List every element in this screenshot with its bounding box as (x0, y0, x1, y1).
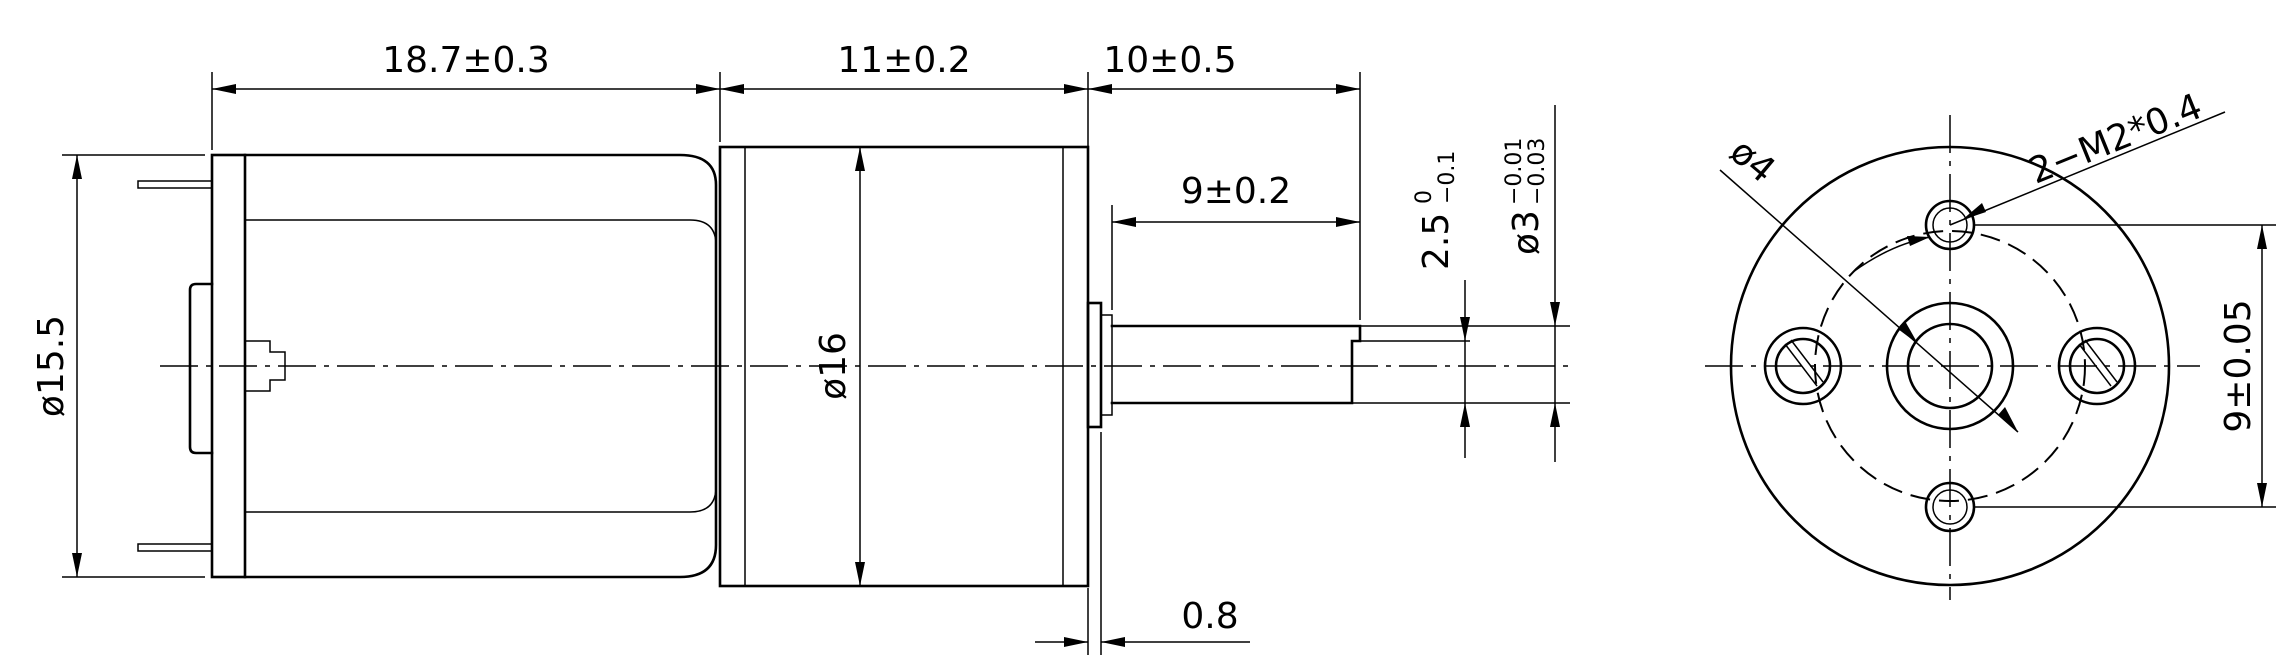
motor-diameter-label: ø15.5 (31, 315, 72, 417)
flat-depth-base: 2.5 (1416, 213, 1457, 270)
rivet-right (2057, 326, 2137, 406)
side-dimension-texts: 18.7±0.3 11±0.2 10±0.5 9±0.2 0.8 ø15.5 ø… (31, 40, 1550, 637)
front-boss (1885, 301, 2015, 431)
shaft-diameter-lower: −0.03 (1525, 138, 1550, 205)
shaft-length-label: 10±0.5 (1103, 40, 1236, 81)
flat-depth-upper: 0 (1412, 190, 1437, 204)
flange-thickness-label: 0.8 (1181, 596, 1238, 637)
side-view: 18.7±0.3 11±0.2 10±0.5 9±0.2 0.8 ø15.5 ø… (31, 40, 1570, 655)
motor-length-label: 18.7±0.3 (382, 40, 550, 81)
front-outer-circle (1729, 145, 2171, 587)
shaft-diameter-base: ø3 (1506, 210, 1547, 255)
front-pitch-circle (1814, 230, 2086, 502)
mount-holes-label: 2−M2*0.4 (2024, 86, 2208, 192)
front-shaft (1906, 322, 1994, 410)
boss-diameter-label: ø4 (1722, 131, 1783, 191)
flat-depth-lower: −0.1 (1435, 151, 1460, 204)
side-dimension-lines (72, 84, 1560, 647)
front-view: ø4 2−M2*0.4 9±0.05 (1705, 86, 2276, 600)
gearbox-length-label: 11±0.2 (837, 40, 970, 81)
shaft-diameter-upper: −0.01 (1502, 138, 1527, 205)
side-extension-lines (62, 72, 1361, 655)
rivet-left (1763, 326, 1843, 406)
motor-body (137, 153, 718, 579)
gearbox-diameter-label: ø16 (813, 332, 854, 400)
flat-length-label: 9±0.2 (1181, 171, 1291, 212)
hole-spacing-label: 9±0.05 (2218, 299, 2259, 432)
